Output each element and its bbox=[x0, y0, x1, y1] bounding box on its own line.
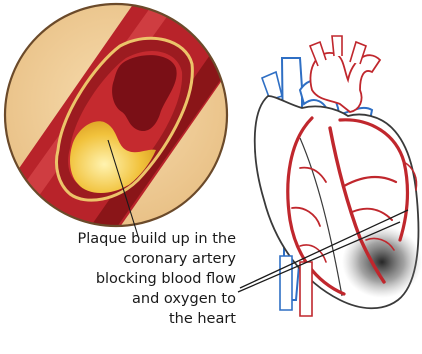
caption-line-1: Plaque build up in the bbox=[0, 229, 236, 249]
aorta-branch-2 bbox=[332, 36, 342, 56]
descending-aorta bbox=[300, 262, 312, 316]
damaged-tissue bbox=[342, 226, 422, 298]
caption-line-4: and oxygen to bbox=[0, 289, 236, 309]
caption-line-5: the heart bbox=[0, 309, 236, 329]
caption: Plaque build up in the coronary artery b… bbox=[0, 229, 236, 329]
caption-line-2: coronary artery bbox=[0, 249, 236, 269]
caption-line-3: blocking blood flow bbox=[0, 269, 236, 289]
